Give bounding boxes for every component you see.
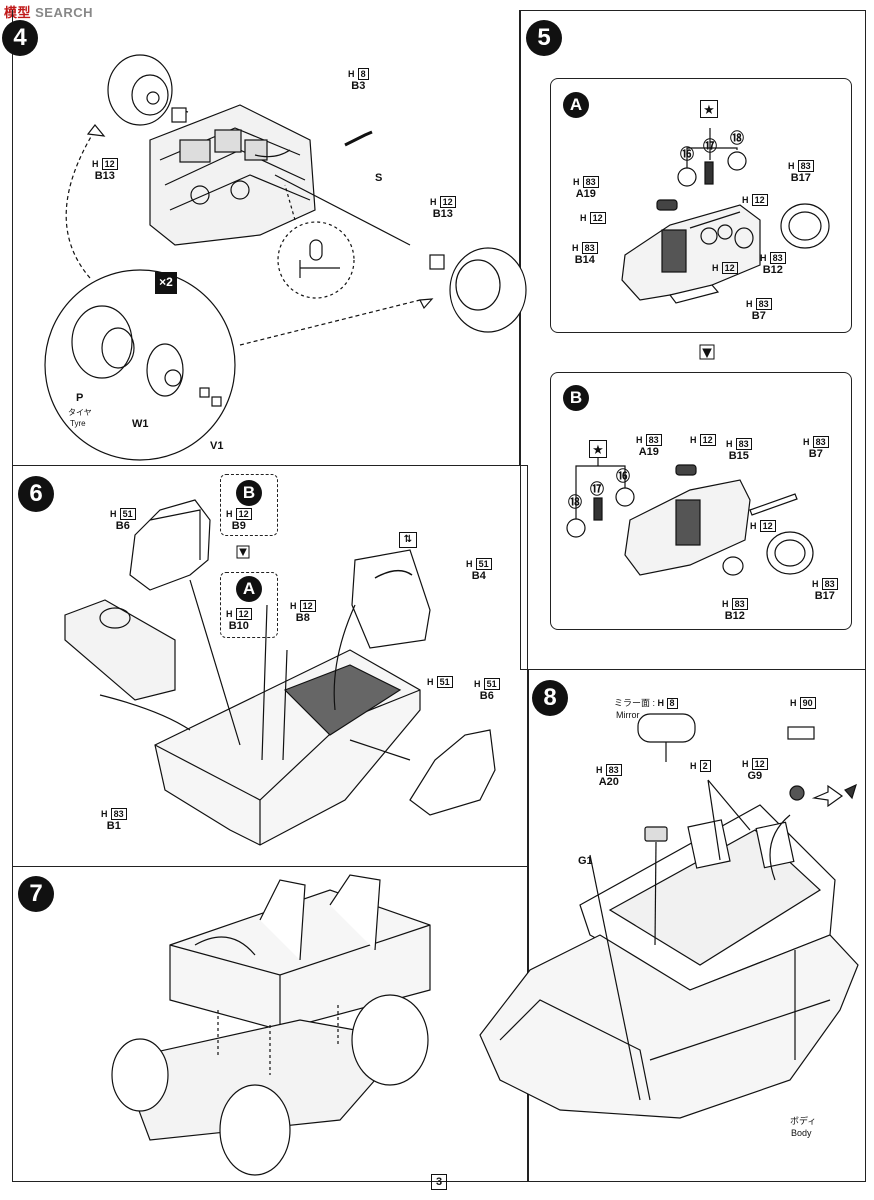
label-b13-left: H 12 B13 — [92, 158, 118, 182]
opt-17-a: ⑰ — [703, 138, 717, 154]
label-tyre-en: Tyre — [70, 419, 86, 428]
label-b13-right: H 12 B13 — [430, 196, 456, 220]
fold-seat-icon: ⇅ — [399, 532, 417, 548]
step-number-7: 7 — [18, 876, 54, 912]
label-h12-b2: H 12 — [750, 520, 776, 532]
panel-step-8 — [528, 669, 866, 1182]
label-h12-a1: H 12 — [580, 212, 606, 224]
label-b4: H 51 B4 — [466, 558, 492, 582]
step6-marker-b: B — [236, 480, 262, 506]
label-b10: H 12 B10 — [226, 608, 252, 632]
label-h2: H 2 — [690, 760, 711, 772]
opt-16-b: ⑯ — [616, 468, 630, 484]
label-b15-b: H 83 B15 — [726, 438, 752, 462]
multiplier-badge: ×2 — [155, 272, 177, 294]
step5-subframe-a — [550, 78, 852, 333]
label-s: S — [375, 172, 383, 184]
step5-marker-a: A — [563, 92, 589, 118]
step5-subframe-b — [550, 372, 852, 630]
label-p: P — [76, 392, 84, 404]
step5-marker-b: B — [563, 385, 589, 411]
page-number: 3 — [431, 1174, 447, 1190]
label-b6-right: H 51 B6 — [474, 678, 500, 702]
label-a20: H 83 A20 — [596, 764, 622, 788]
label-g9: H 12 G9 — [742, 758, 768, 782]
opt-18-b: ⑱ — [568, 494, 582, 510]
label-b9: H 12 B9 — [226, 508, 252, 532]
wheel-top-left — [107, 54, 189, 126]
step6-marker-a: A — [236, 576, 262, 602]
watermark-en: SEARCH — [35, 5, 94, 20]
star-icon-a: ★ — [700, 100, 718, 118]
label-h12-a3: H 12 — [712, 262, 738, 274]
option-box-a — [220, 572, 278, 638]
label-b17-a: H 83 B17 — [788, 160, 814, 184]
label-b17-b: H 83 B17 — [812, 578, 838, 602]
star-icon-b: ★ — [589, 440, 607, 458]
label-mirror-en: Mirror — [616, 710, 640, 720]
label-b8: H 12 B8 — [290, 600, 316, 624]
label-b1: H 83 B1 — [101, 808, 127, 832]
label-b7-a: H 83 B7 — [746, 298, 772, 322]
label-b12-a: H 83 B12 — [760, 252, 786, 276]
watermark: 模型 SEARCH — [4, 2, 93, 21]
label-mirror-jp: ミラー面 : H 8 — [614, 698, 678, 709]
step-number-8: 8 — [532, 680, 568, 716]
step-number-5: 5 — [526, 20, 562, 56]
wheel-right — [429, 247, 527, 333]
label-b12-b: H 83 B12 — [722, 598, 748, 622]
opt-16-a: ⑯ — [680, 146, 694, 162]
watermark-cn: 模型 — [4, 5, 32, 20]
label-h12-a2: H 12 — [742, 194, 768, 206]
arrow-down-icon-6 — [236, 545, 250, 559]
step-number-4: 4 — [2, 20, 38, 56]
step-number-6: 6 — [18, 476, 54, 512]
label-g1: G1 — [578, 855, 593, 867]
label-body-en: Body — [791, 1128, 812, 1138]
label-w1: W1 — [132, 418, 149, 430]
label-b3: H 8 B3 — [348, 68, 369, 92]
zoom-circle — [44, 269, 236, 461]
label-b14-a: H 83 B14 — [572, 242, 598, 266]
chassis-drawing — [149, 104, 316, 246]
label-h51-floor: H 51 — [427, 676, 453, 688]
label-a19-b: H 83 A19 — [636, 434, 662, 458]
opt-18-a: ⑱ — [730, 130, 744, 146]
label-h12-b1: H 12 — [690, 434, 716, 446]
label-h90: H 90 — [790, 697, 816, 709]
label-body-jp: ボディ — [790, 1116, 817, 1126]
label-tyre-jp: タイヤ — [68, 408, 92, 417]
label-b7-b: H 83 B7 — [803, 436, 829, 460]
axle-shaft — [274, 174, 411, 246]
opt-17-b: ⑰ — [590, 481, 604, 497]
label-v1: V1 — [210, 440, 224, 452]
label-b6-left: H 51 B6 — [110, 508, 136, 532]
label-a19-a: H 83 A19 — [573, 176, 599, 200]
option-box-b — [220, 474, 278, 536]
arrow-down-icon-5 — [699, 344, 715, 360]
